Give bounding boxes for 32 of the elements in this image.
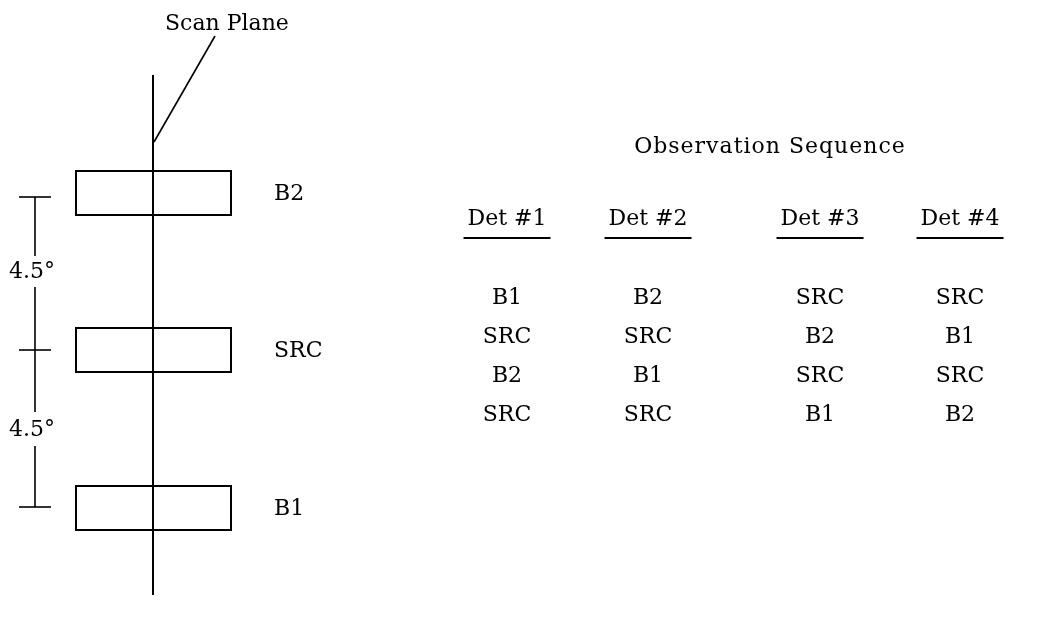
beam-rectangle bbox=[75, 485, 232, 531]
scan-plane-line bbox=[152, 75, 154, 595]
column-header: Det #1 bbox=[463, 207, 551, 239]
table-cell: B2 bbox=[804, 325, 836, 347]
table-cell: B1 bbox=[491, 286, 523, 308]
table-cell: SRC bbox=[935, 364, 985, 386]
column-header: Det #3 bbox=[776, 207, 864, 239]
table-cell: SRC bbox=[935, 286, 985, 308]
table-cell: SRC bbox=[623, 403, 673, 425]
beam-label: B2 bbox=[274, 182, 305, 204]
beam-label: B1 bbox=[274, 497, 305, 519]
dimension-label: 4.5° bbox=[9, 260, 55, 282]
beam-rectangle bbox=[75, 170, 232, 216]
column-header: Det #4 bbox=[916, 207, 1004, 239]
beam-rectangle bbox=[75, 327, 232, 373]
scan-plane-label: Scan Plane bbox=[165, 9, 289, 34]
beam-label: SRC bbox=[274, 339, 323, 361]
table-cell: SRC bbox=[482, 325, 532, 347]
table-cell: B2 bbox=[491, 364, 523, 386]
table-cell: B2 bbox=[944, 403, 976, 425]
table-cell: B1 bbox=[944, 325, 976, 347]
table-cell: SRC bbox=[795, 364, 845, 386]
column-header: Det #2 bbox=[604, 207, 692, 239]
dimension-label: 4.5° bbox=[9, 418, 55, 440]
table-title: Observation Sequence bbox=[634, 135, 906, 157]
table-cell: SRC bbox=[482, 403, 532, 425]
leader-line bbox=[153, 35, 216, 143]
table-cell: B1 bbox=[632, 364, 664, 386]
table-cell: SRC bbox=[623, 325, 673, 347]
table-cell: B2 bbox=[632, 286, 664, 308]
table-cell: B1 bbox=[804, 403, 836, 425]
table-cell: SRC bbox=[795, 286, 845, 308]
